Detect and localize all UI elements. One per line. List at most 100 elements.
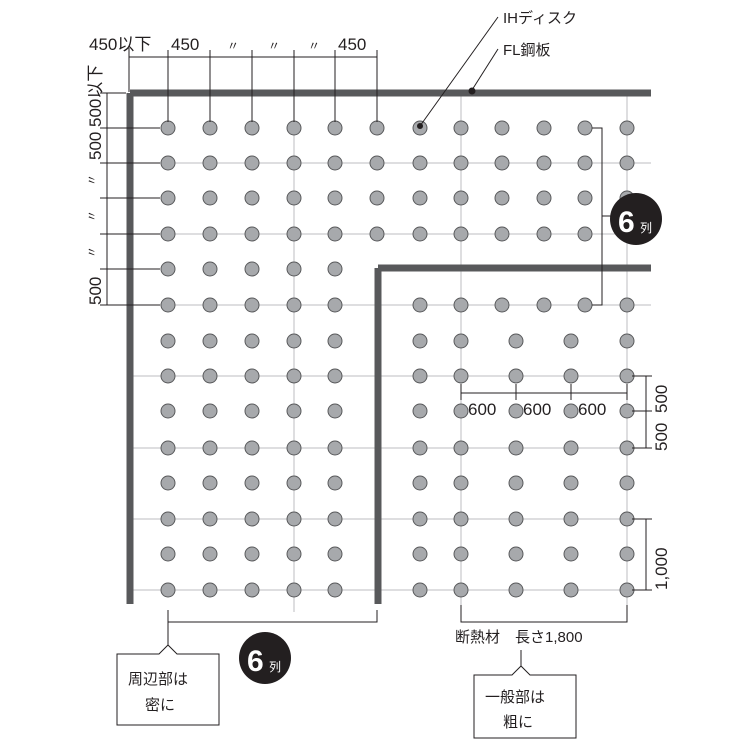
ih-disk (286, 261, 302, 277)
ih-disk (563, 440, 579, 456)
ih-disk (244, 475, 260, 491)
ih-disk (160, 475, 176, 491)
ih-disk (327, 226, 343, 242)
ih-disk (369, 190, 385, 206)
ih-disk (160, 333, 176, 349)
ih-disk (412, 440, 428, 456)
ih-disk (202, 333, 218, 349)
ih-disk (160, 546, 176, 562)
ih-disk (577, 190, 593, 206)
ih-disk (244, 297, 260, 313)
ih-disk (536, 120, 552, 136)
ih-disk (286, 546, 302, 562)
ih-disk (202, 190, 218, 206)
ih-disk (369, 226, 385, 242)
left-dim-1: 500 (86, 132, 105, 160)
ih-disk (202, 155, 218, 171)
top-dim-4: 〃 (308, 39, 320, 53)
ih-disk (327, 440, 343, 456)
ih-disk (286, 155, 302, 171)
general-note-line-2: 粗に (503, 714, 533, 731)
ih-disk (536, 190, 552, 206)
column-count-badge-right: 6 列 (610, 193, 662, 245)
ih-disk (160, 120, 176, 136)
ih-disk (563, 333, 579, 349)
ih-disk (563, 546, 579, 562)
ih-disk (563, 475, 579, 491)
ih-disk (453, 403, 469, 419)
ih-disk (619, 333, 635, 349)
ih-disk (160, 297, 176, 313)
ih-disk (453, 120, 469, 136)
ih-disk (286, 511, 302, 527)
fl-steel-label: FL鋼板 (503, 41, 551, 59)
ih-disk (202, 582, 218, 598)
ih-disk (494, 297, 510, 313)
ih-disk (412, 582, 428, 598)
ih-disk (327, 261, 343, 277)
ih-disk (453, 475, 469, 491)
ih-disk (327, 403, 343, 419)
ih-disk (619, 546, 635, 562)
ih-disk (453, 546, 469, 562)
ih-disk (369, 120, 385, 136)
badge-bottom-number: 6 (247, 645, 264, 678)
ih-disk (286, 403, 302, 419)
ih-disk (412, 297, 428, 313)
ih-disk (160, 190, 176, 206)
ih-disk (286, 440, 302, 456)
ih-disk (244, 190, 260, 206)
ih-disk (244, 582, 260, 598)
ih-disk (508, 546, 524, 562)
ih-disk (202, 368, 218, 384)
general-note-callout (473, 665, 577, 739)
top-dim-3: 〃 (268, 39, 280, 53)
ih-disk (412, 155, 428, 171)
badge-right-number: 6 (618, 206, 635, 239)
ih-disk (327, 475, 343, 491)
top-dim-1: 450 (171, 35, 199, 54)
ih-disks (160, 120, 635, 598)
ih-disk (577, 226, 593, 242)
ih-disk (619, 368, 635, 384)
perimeter-note-line-1: 周辺部は (128, 671, 188, 688)
ih-disk (563, 511, 579, 527)
ih-disk (286, 297, 302, 313)
general-note-line-1: 一般部は (485, 689, 545, 706)
ih-disk (619, 582, 635, 598)
ih-disk (160, 511, 176, 527)
ih-disk (160, 226, 176, 242)
ih-disk (160, 368, 176, 384)
ih-disk (160, 440, 176, 456)
insulation-length-label: 断熱材 長さ1,800 (455, 629, 583, 646)
ih-disk (412, 368, 428, 384)
ih-disk (577, 297, 593, 313)
ih-disk (453, 368, 469, 384)
ih-disk (453, 333, 469, 349)
ih-disk (244, 226, 260, 242)
ih-disk (508, 440, 524, 456)
ih-disk (412, 403, 428, 419)
ih-disk (286, 582, 302, 598)
ih-disk (160, 261, 176, 277)
ih-disk (508, 368, 524, 384)
ih-disk (563, 582, 579, 598)
ih-disk (412, 190, 428, 206)
ih-disk (453, 155, 469, 171)
ih-disk (453, 511, 469, 527)
top-dim-2: 〃 (227, 39, 239, 53)
ih-disk (536, 226, 552, 242)
ih-disk (286, 226, 302, 242)
ih-disk (327, 120, 343, 136)
ih-disk (563, 403, 579, 419)
ih-disk (536, 297, 552, 313)
ih-disk (244, 546, 260, 562)
left-dim-3: 〃 (85, 210, 99, 222)
ih-disk (619, 475, 635, 491)
top-dim-5: 450 (338, 35, 366, 54)
ih-disk (619, 511, 635, 527)
ih-disk (202, 261, 218, 277)
perimeter-note-line-2: 密に (145, 697, 175, 714)
